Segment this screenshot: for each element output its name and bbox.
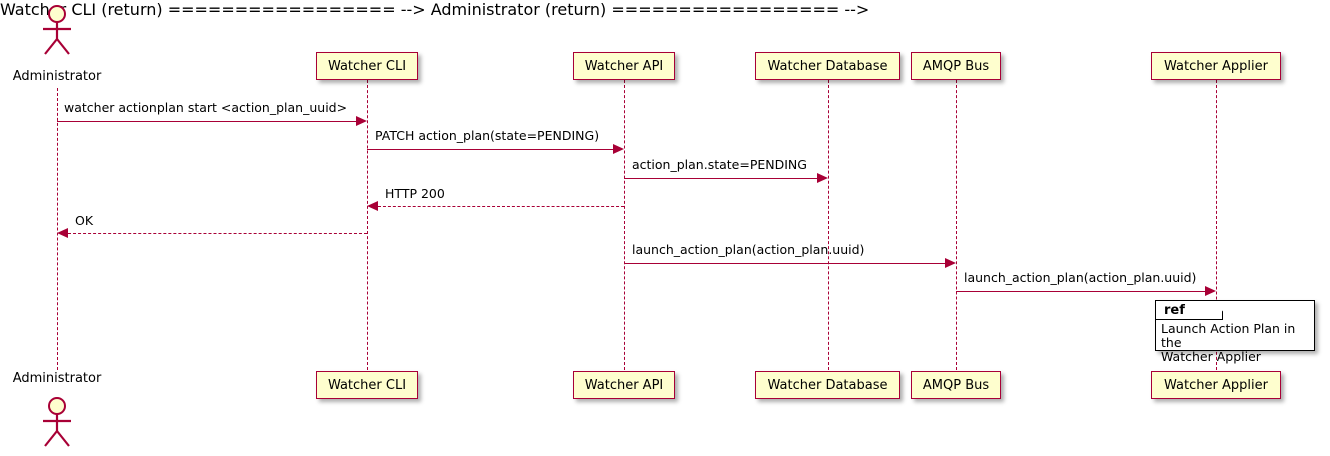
message-label-1: PATCH action_plan(state=PENDING)	[375, 128, 600, 143]
message-label-5: launch_action_plan(action_plan.uuid)	[632, 242, 865, 257]
message-line-1	[367, 149, 614, 150]
lifeline-watcher-api	[624, 80, 625, 370]
actor-administrator-top	[36, 4, 78, 55]
participant-watcher-applier-bottom[interactable]: Watcher Applier	[1151, 371, 1281, 399]
participant-label-amqp-bus-top: AMQP Bus	[922, 58, 990, 74]
participant-watcher-applier-top[interactable]: Watcher Applier	[1151, 52, 1281, 80]
message-line-3	[378, 206, 624, 207]
message-arrowhead-1	[613, 144, 624, 154]
actor-administrator-bottom	[36, 396, 78, 447]
message-label-6: launch_action_plan(action_plan.uuid)	[964, 270, 1197, 285]
message-label-3: HTTP 200	[385, 186, 445, 201]
participant-label-watcher-api-bottom: Watcher API	[584, 377, 664, 393]
participant-watcher-cli-top[interactable]: Watcher CLI	[316, 52, 418, 80]
participant-watcher-database-top[interactable]: Watcher Database	[755, 52, 900, 80]
participant-label-watcher-database-top: Watcher Database	[767, 58, 888, 74]
participant-watcher-database-bottom[interactable]: Watcher Database	[755, 371, 900, 399]
message-line-4	[68, 233, 367, 234]
actor-label-administrator-bottom: Administrator	[12, 371, 102, 386]
lifeline-watcher-database	[828, 80, 829, 370]
message-line-0	[57, 121, 357, 122]
participant-label-amqp-bus-bottom: AMQP Bus	[922, 377, 990, 393]
participant-label-watcher-applier-bottom: Watcher Applier	[1164, 377, 1268, 393]
participant-label-watcher-api-top: Watcher API	[584, 58, 664, 74]
lifeline-amqp-bus	[956, 80, 957, 370]
participant-amqp-bus-bottom[interactable]: AMQP Bus	[911, 371, 1001, 399]
ref-fragment-keyword: ref	[1156, 301, 1223, 320]
message-arrowhead-4	[57, 228, 68, 238]
message-arrowhead-5	[945, 258, 956, 268]
message-line-6	[956, 291, 1206, 292]
lifeline-watcher-applier	[1216, 80, 1217, 370]
message-line-2	[624, 178, 818, 179]
participant-watcher-api-top[interactable]: Watcher API	[573, 52, 675, 80]
message-arrowhead-6	[1205, 286, 1216, 296]
stick-figure-icon	[43, 397, 71, 447]
stick-figure-icon	[43, 5, 71, 55]
participant-amqp-bus-top[interactable]: AMQP Bus	[911, 52, 1001, 80]
participant-label-watcher-database-bottom: Watcher Database	[767, 377, 888, 393]
message-arrowhead-2	[817, 173, 828, 183]
participant-watcher-api-bottom[interactable]: Watcher API	[573, 371, 675, 399]
message-label-2: action_plan.state=PENDING	[632, 157, 807, 172]
message-label-0: watcher actionplan start <action_plan_uu…	[64, 100, 348, 115]
actor-label-administrator-top: Administrator	[12, 69, 102, 84]
participant-label-watcher-cli-top: Watcher CLI	[327, 58, 407, 74]
message-label-4: OK	[75, 213, 94, 228]
ref-fragment: ref Launch Action Plan in the Watcher Ap…	[1155, 300, 1315, 364]
message-line-5	[624, 263, 946, 264]
message-arrowhead-0	[356, 116, 367, 126]
participant-watcher-cli-bottom[interactable]: Watcher CLI	[316, 371, 418, 399]
message-arrowhead-3	[367, 201, 378, 211]
participant-label-watcher-cli-bottom: Watcher CLI	[327, 377, 407, 393]
ref-fragment-text: Launch Action Plan in the Watcher Applie…	[1161, 321, 1296, 364]
lifeline-watcher-cli	[367, 80, 368, 370]
participant-label-watcher-applier-top: Watcher Applier	[1164, 58, 1268, 74]
